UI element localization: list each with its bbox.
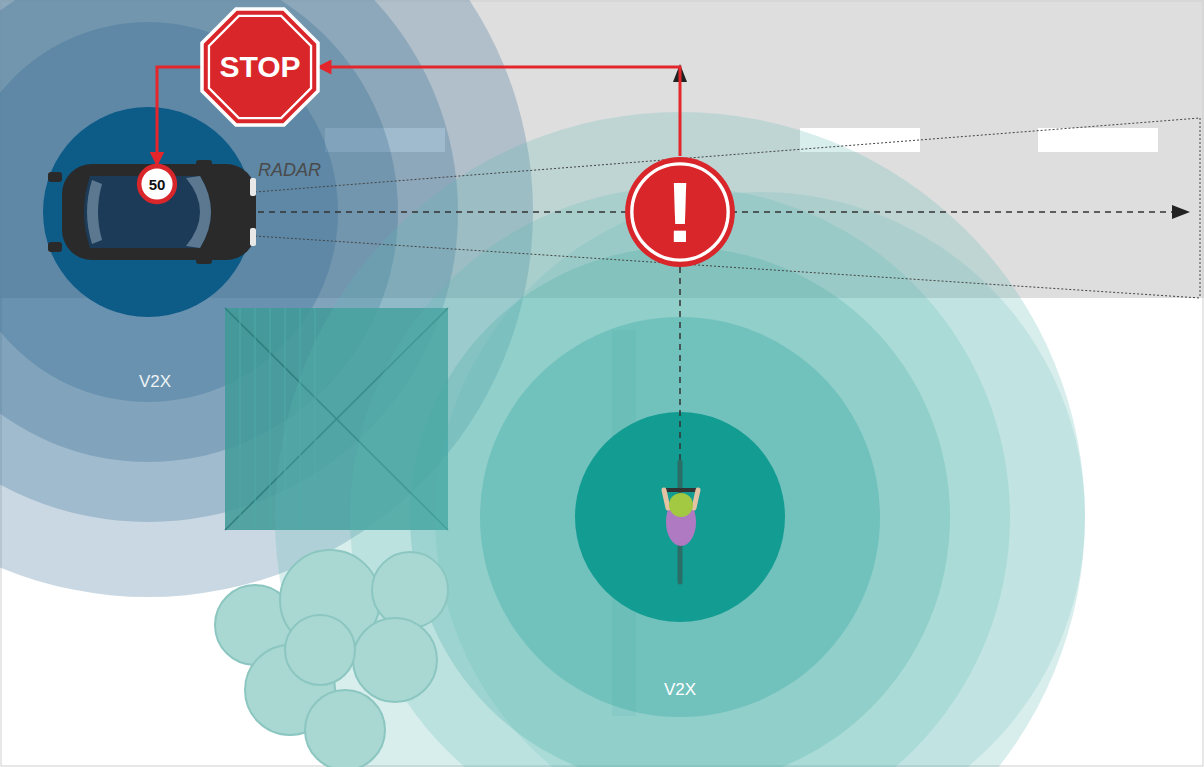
range-label: V2X [664, 680, 696, 700]
sensor-label: RADAR [258, 160, 321, 181]
sign-text: ! [666, 169, 695, 255]
alert-arrow [157, 67, 202, 165]
warning-sign: ! [624, 156, 736, 268]
stop-sign: STOP [202, 9, 318, 125]
speed-sign-shape [139, 166, 175, 202]
radar-cone [255, 118, 1200, 298]
trees [215, 550, 448, 767]
cyclist-v2x-range [275, 112, 1085, 767]
heading-arrowhead [1172, 205, 1190, 219]
sign-text: STOP [219, 52, 300, 82]
warning-shape [625, 157, 735, 267]
range-label: V2X [139, 372, 171, 392]
cyclist-heading-line [679, 80, 681, 460]
car [48, 160, 256, 264]
speed-limit-sign: 50 [138, 165, 176, 203]
octagon-ring [209, 16, 311, 118]
alert-arrow [318, 67, 680, 156]
cyclist-arrowhead [673, 64, 687, 82]
cyclist [664, 462, 698, 582]
octagon-shape [202, 9, 318, 125]
sign-text: 50 [149, 177, 166, 192]
warning-ring [632, 164, 728, 260]
